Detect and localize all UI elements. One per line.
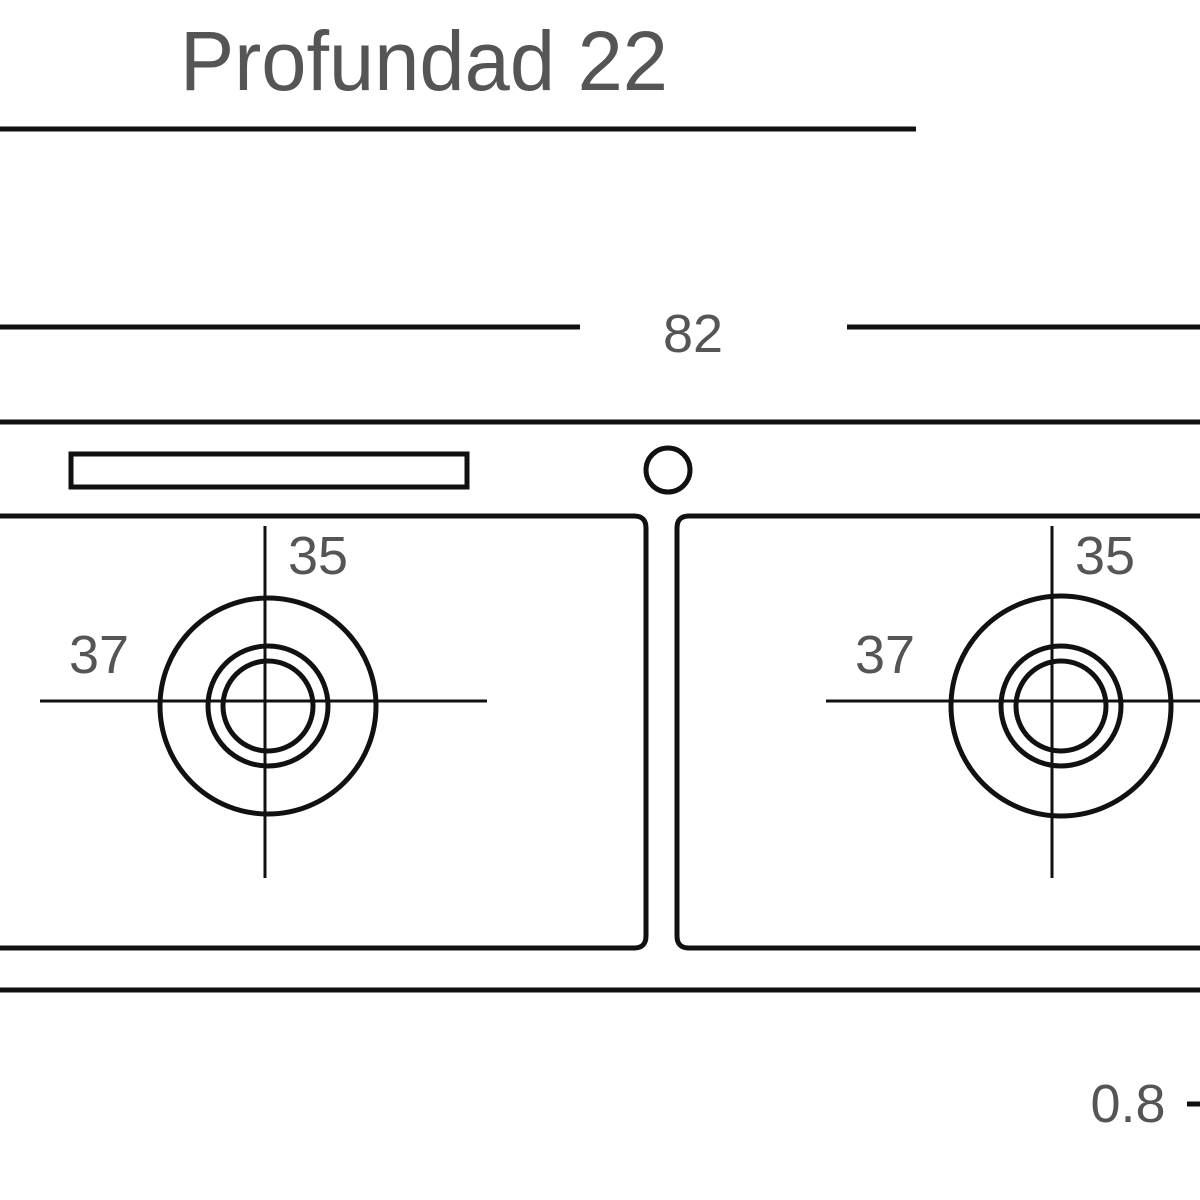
left-drain-inner-ring <box>220 658 316 754</box>
tap-hole <box>643 445 693 495</box>
right-basin-depth-label: 35 <box>1075 526 1135 586</box>
left-drain-middle-ring <box>205 643 331 769</box>
overall-width-label: 82 <box>663 304 723 364</box>
right-drain-middle-ring <box>998 643 1124 769</box>
left-basin-depth-label: 35 <box>288 526 348 586</box>
right-basin-width-label: 37 <box>855 625 915 685</box>
left-basin: 35 37 <box>0 513 649 951</box>
overflow-slot <box>68 451 470 490</box>
drawing-title: Profundad 22 <box>180 14 668 108</box>
left-drain-outer-ring <box>157 595 379 817</box>
right-drain-inner-ring <box>1013 658 1109 754</box>
right-basin-outline <box>674 513 1200 951</box>
thickness-label: 0.8 <box>1090 1074 1165 1134</box>
left-basin-width-label: 37 <box>69 625 129 685</box>
right-basin: 35 37 <box>674 513 1200 951</box>
right-drain-outer-ring <box>948 593 1174 819</box>
left-basin-outline <box>0 513 649 951</box>
